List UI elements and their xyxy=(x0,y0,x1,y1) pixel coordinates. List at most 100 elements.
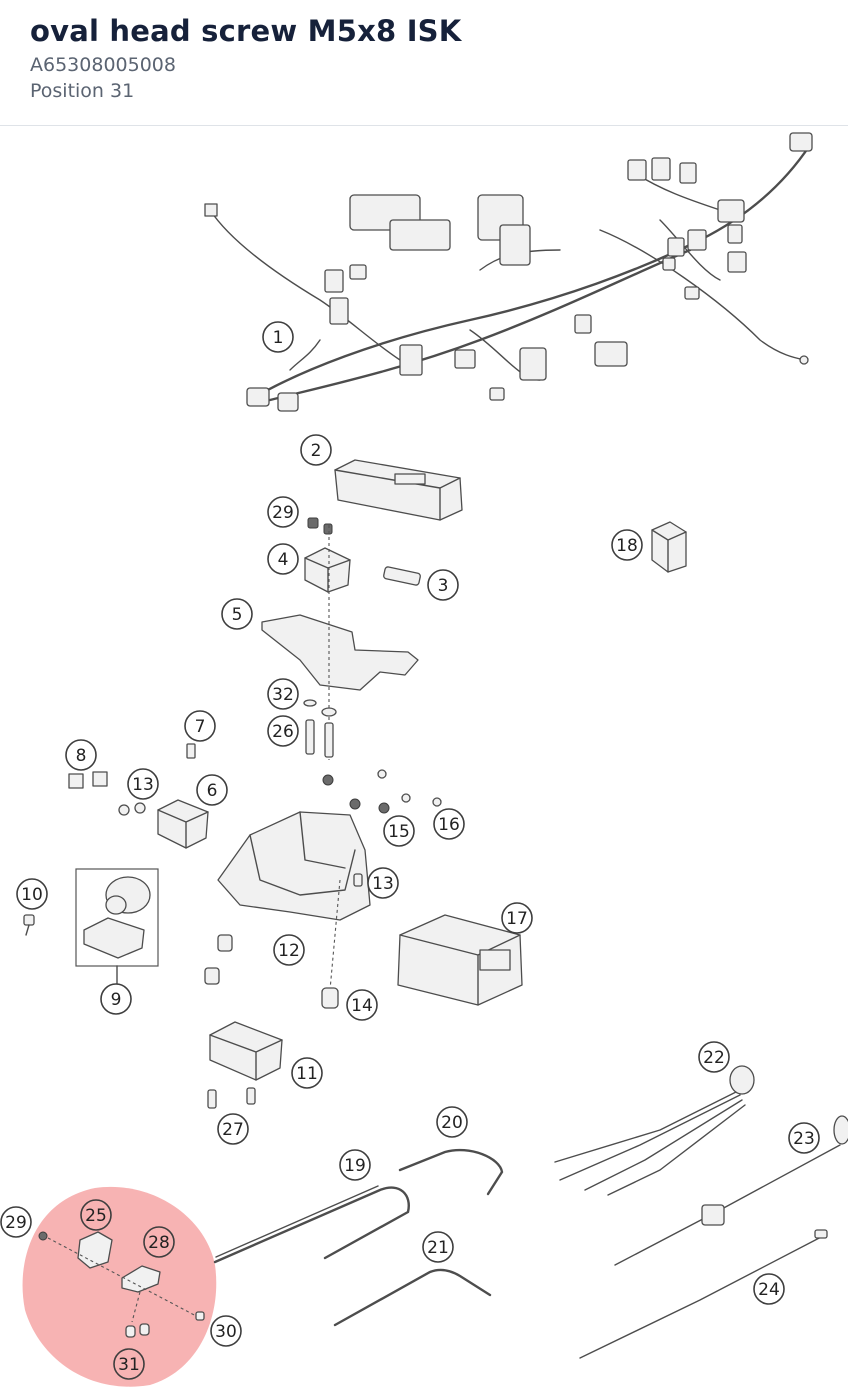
part-27-screws[interactable] xyxy=(207,1087,256,1109)
part-29-nut-lower[interactable] xyxy=(38,1231,48,1241)
callout-7[interactable]: 7 xyxy=(184,710,216,742)
callout-10[interactable]: 10 xyxy=(16,878,48,910)
part-32-washer[interactable] xyxy=(303,699,337,717)
part-1-main-wiring-harness[interactable] xyxy=(204,132,813,412)
callout-circle xyxy=(262,321,294,353)
callout-number: 31 xyxy=(118,1355,140,1375)
callout-circle xyxy=(501,902,533,934)
callout-18[interactable]: 18 xyxy=(611,529,643,561)
part-11-control-box[interactable] xyxy=(209,1021,283,1081)
part-7-clip[interactable] xyxy=(186,743,196,759)
callout-9[interactable]: 9 xyxy=(100,983,132,1015)
callout-20[interactable]: 20 xyxy=(436,1106,468,1138)
callout-6[interactable]: 6 xyxy=(196,774,228,806)
callout-13[interactable]: 13 xyxy=(367,867,399,899)
part-31-oval-head-screw[interactable] xyxy=(125,1291,150,1338)
part-10-screw[interactable] xyxy=(23,914,35,936)
callout-number: 18 xyxy=(616,536,638,556)
callout-number: 32 xyxy=(272,685,294,705)
part-28-holder[interactable] xyxy=(121,1265,161,1293)
callout-circle xyxy=(346,989,378,1021)
callout-number: 26 xyxy=(272,722,294,742)
callout-number: 5 xyxy=(232,605,243,625)
callout-23[interactable]: 23 xyxy=(788,1122,820,1154)
callout-32[interactable]: 32 xyxy=(267,678,299,710)
part-20-hose[interactable] xyxy=(398,1148,504,1196)
callout-28[interactable]: 28 xyxy=(143,1226,175,1258)
part-23-cable[interactable] xyxy=(614,1115,848,1266)
part-12-battery-tray[interactable] xyxy=(204,811,371,991)
part-2-control-unit[interactable] xyxy=(334,459,463,521)
callout-12[interactable]: 12 xyxy=(273,934,305,966)
callout-31[interactable]: 31 xyxy=(113,1348,145,1380)
callout-21[interactable]: 21 xyxy=(422,1231,454,1263)
callout-circle xyxy=(210,1315,242,1347)
part-25-bracket[interactable] xyxy=(77,1231,113,1269)
callout-30[interactable]: 30 xyxy=(210,1315,242,1347)
callout-circle xyxy=(422,1231,454,1263)
callout-2[interactable]: 2 xyxy=(300,434,332,466)
callout-circle xyxy=(267,715,299,747)
callout-16[interactable]: 16 xyxy=(433,808,465,840)
part-6-relay[interactable] xyxy=(157,799,209,849)
callout-circle xyxy=(698,1041,730,1073)
part-30-screw[interactable] xyxy=(47,1237,205,1321)
callout-number: 10 xyxy=(21,885,43,905)
position-label: Position 31 xyxy=(30,80,135,102)
callout-number: 3 xyxy=(438,576,449,596)
part-21-hose[interactable] xyxy=(333,1268,492,1327)
callout-11[interactable]: 11 xyxy=(291,1057,323,1089)
part-9-kit[interactable] xyxy=(75,868,159,986)
callout-17[interactable]: 17 xyxy=(501,902,533,934)
callout-number: 7 xyxy=(195,717,206,737)
callout-25[interactable]: 25 xyxy=(80,1199,112,1231)
callout-27[interactable]: 27 xyxy=(217,1113,249,1145)
callout-number: 29 xyxy=(5,1213,27,1233)
part-13-screw-right[interactable] xyxy=(353,873,363,887)
part-13-screws-left[interactable] xyxy=(118,802,146,816)
callout-circle xyxy=(427,569,459,601)
callout-15[interactable]: 15 xyxy=(383,815,415,847)
part-8-clips[interactable] xyxy=(68,771,108,789)
callout-number: 30 xyxy=(215,1322,237,1342)
callout-5[interactable]: 5 xyxy=(221,598,253,630)
part-26-screw[interactable] xyxy=(305,719,334,758)
callout-number: 9 xyxy=(111,990,122,1010)
selected-part-highlight xyxy=(22,1186,217,1387)
part-18-connector-cover[interactable] xyxy=(651,521,687,573)
part-3-fuse[interactable] xyxy=(383,566,421,586)
callout-8[interactable]: 8 xyxy=(65,739,97,771)
callout-22[interactable]: 22 xyxy=(698,1041,730,1073)
part-header: oval head screw M5x8 ISK A65308005008 Po… xyxy=(0,0,848,126)
callout-1[interactable]: 1 xyxy=(262,321,294,353)
callout-13[interactable]: 13 xyxy=(127,768,159,800)
callout-3[interactable]: 3 xyxy=(427,569,459,601)
callout-number: 15 xyxy=(388,822,410,842)
part-24-cable[interactable] xyxy=(579,1229,828,1359)
part-16-screws[interactable] xyxy=(377,769,442,807)
part-22-cable[interactable] xyxy=(554,1065,755,1196)
callout-24[interactable]: 24 xyxy=(753,1273,785,1305)
callout-number: 6 xyxy=(207,781,218,801)
callout-19[interactable]: 19 xyxy=(339,1149,371,1181)
part-15-nuts[interactable] xyxy=(322,774,390,814)
part-5-bracket[interactable] xyxy=(261,525,419,760)
callout-number: 8 xyxy=(76,746,87,766)
callout-circle xyxy=(436,1106,468,1138)
callout-29[interactable]: 29 xyxy=(267,496,299,528)
callout-number: 16 xyxy=(438,815,460,835)
callout-number: 12 xyxy=(278,941,300,961)
callout-circle xyxy=(291,1057,323,1089)
callout-29[interactable]: 29 xyxy=(0,1206,32,1238)
part-19-hose[interactable] xyxy=(213,1185,410,1264)
part-4-relay[interactable] xyxy=(304,547,351,593)
part-29-nut-upper[interactable] xyxy=(307,517,333,535)
callout-14[interactable]: 14 xyxy=(346,989,378,1021)
callout-4[interactable]: 4 xyxy=(267,543,299,575)
callout-circle xyxy=(217,1113,249,1145)
part-17-battery[interactable] xyxy=(397,914,523,1006)
part-14-rubber-mount[interactable] xyxy=(321,987,339,1009)
callout-number: 2 xyxy=(311,441,322,461)
callout-26[interactable]: 26 xyxy=(267,715,299,747)
